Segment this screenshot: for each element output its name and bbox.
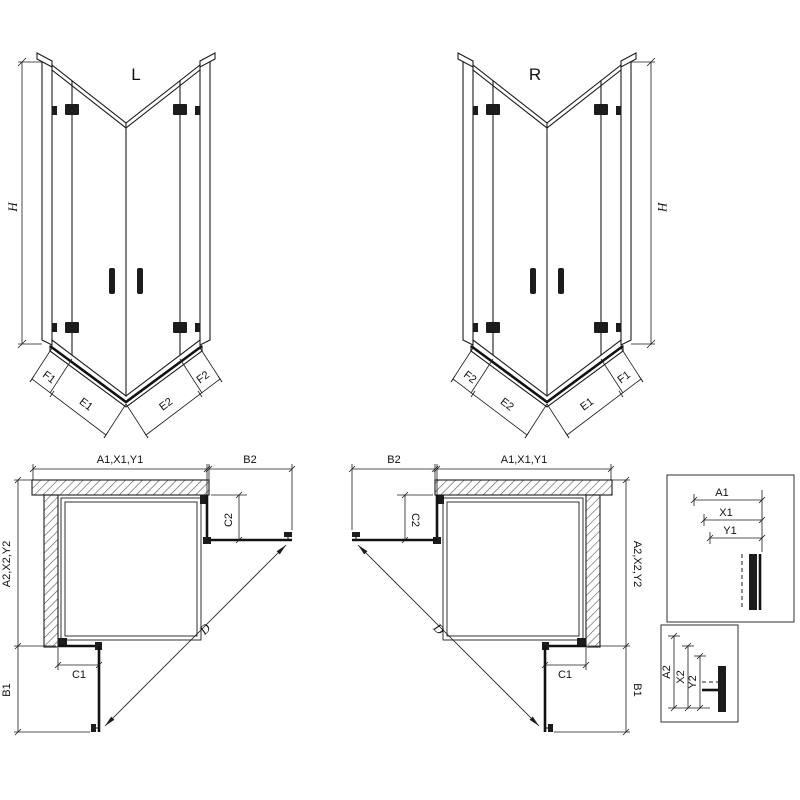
depth-adjustment-dimensions: A2 X2 Y2 (661, 632, 710, 712)
dim-b1-label: B1 (1, 683, 13, 696)
walls (434, 479, 613, 648)
dim-a1x1y1-label: A1,X1,Y1 (97, 454, 143, 466)
dim-y2-label: Y2 (687, 675, 699, 688)
dim-f1-label: F1 (40, 369, 57, 386)
dim-f2-label: F2 (461, 369, 478, 386)
dim-e2-label: E2 (157, 396, 175, 414)
height-dimension-left: H (5, 57, 42, 349)
dim-a1-label: A1 (715, 487, 728, 499)
diagonal-dimension: D (357, 544, 540, 727)
dim-a1x1y1-label: A1,X1,Y1 (501, 454, 547, 466)
height-label: H (5, 202, 20, 213)
plan-view-right: D A1,X1,Y1 B2 C2 (348, 454, 643, 736)
dim-d-label: D (430, 619, 448, 637)
plan-view-left: D A1,X1,Y1 B2 C2 (1, 454, 296, 736)
shower-tray-plan (60, 497, 202, 641)
perspective-view-right: R H (450, 52, 670, 439)
detail-box-depth: A2 X2 Y2 (660, 624, 739, 723)
detail-box-width: A1 X1 Y1 (666, 474, 795, 623)
dim-e1-label: E1 (77, 396, 95, 414)
diagonal-dimension: D (104, 544, 287, 727)
dim-d-label: D (195, 620, 213, 638)
dim-c1-label: C1 (558, 669, 572, 681)
dim-f1-label: F1 (615, 369, 632, 386)
dim-y1-label: Y1 (723, 525, 736, 537)
dim-f2-label: F2 (194, 369, 211, 386)
dim-b2-label: B2 (243, 454, 256, 466)
wall-profile-section (702, 666, 726, 712)
shower-tray (49, 344, 203, 408)
dim-x2-label: X2 (675, 670, 687, 683)
glass-enclosure (457, 52, 637, 397)
dim-e2-label: E2 (498, 396, 516, 414)
door-handles (530, 268, 564, 294)
walls (31, 479, 210, 648)
dim-b1-label: B1 (631, 683, 643, 696)
glass-enclosure (36, 52, 216, 397)
dim-a2-label: A2 (661, 665, 673, 678)
dim-a2x2y2-label: A2,X2,Y2 (631, 541, 643, 587)
height-dimension-right: H (631, 57, 670, 349)
width-adjustment-dimensions: A1 X1 Y1 (690, 487, 766, 552)
dim-c1-label: C1 (72, 669, 86, 681)
dim-a2x2y2-label: A2,X2,Y2 (1, 541, 13, 587)
perspective-view-left: L H (5, 52, 223, 439)
shower-tray (470, 344, 624, 408)
dim-e1-label: E1 (578, 396, 596, 414)
view-label-right: R (529, 65, 541, 84)
plan-dimensions: A1,X1,Y1 B2 C2 A2,X2,Y2 B1 (1, 454, 296, 736)
wall-profile-section (741, 554, 762, 610)
door-hinges (52, 104, 200, 333)
dim-c2-label: C2 (409, 513, 421, 527)
glass-panels-plan (352, 495, 586, 732)
door-hinges (473, 104, 621, 333)
dim-x1-label: X1 (719, 507, 732, 519)
plan-dimensions: A1,X1,Y1 B2 C2 A2,X2,Y2 B1 (348, 454, 643, 736)
height-label: H (655, 201, 670, 212)
glass-panels-plan (58, 495, 292, 732)
door-handles (109, 268, 143, 294)
view-label-left: L (131, 65, 140, 84)
dim-b2-label: B2 (387, 454, 400, 466)
shower-tray-plan (442, 497, 584, 641)
dim-c2-label: C2 (223, 513, 235, 527)
